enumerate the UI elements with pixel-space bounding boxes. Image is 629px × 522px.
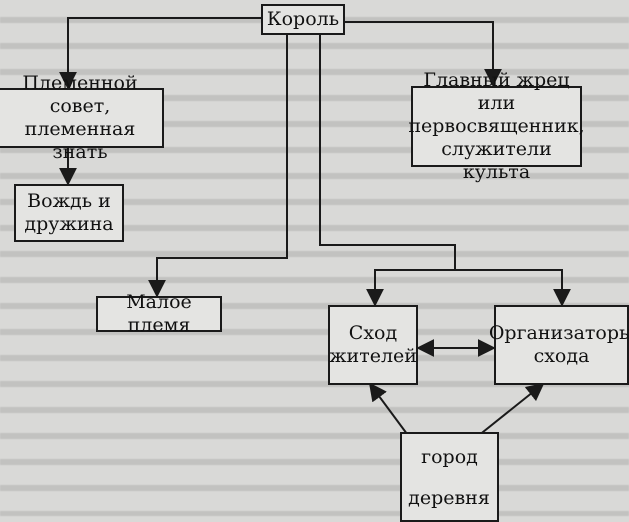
node-small-tribe: Малое племя	[96, 291, 222, 336]
node-organizers-line2: схода	[533, 345, 590, 367]
node-small-tribe-label: Малое племя	[126, 291, 192, 336]
node-assembly-line2: жителей	[329, 345, 417, 367]
edge-king-assembly	[319, 35, 456, 307]
node-town-label: город	[421, 446, 478, 468]
node-organizers-line1: Организаторы	[488, 322, 629, 344]
edge-town-assembly	[368, 382, 411, 439]
node-chief-line1: Вождь и	[27, 190, 111, 212]
node-high-priest-line1: Главный жрец или	[423, 69, 570, 114]
edge-town-organizers	[477, 382, 545, 437]
node-king-label: Король	[266, 8, 340, 30]
node-tribal-council: Племенной совет, племенная знать	[0, 72, 164, 163]
node-chief: Вождь и дружина	[14, 184, 124, 242]
node-tribal-council-line2: племенная знать	[24, 118, 136, 163]
edge-king-council	[59, 17, 261, 90]
edge-king-organizers	[455, 269, 571, 307]
village-label: деревня	[404, 486, 494, 510]
node-king: Король	[261, 4, 345, 35]
edge-king-priest	[345, 21, 502, 87]
node-high-priest-line2: первосвященник,	[408, 115, 585, 137]
node-tribal-council-line1: Племенной совет,	[22, 72, 138, 117]
node-high-priest: Главный жрец или первосвященник, служите…	[408, 69, 585, 183]
node-chief-line2: дружина	[24, 213, 114, 235]
node-organizers: Организаторы схода	[489, 305, 629, 385]
node-high-priest-line3: служители культа	[441, 138, 552, 183]
node-assembly: Сход жителей	[328, 305, 418, 385]
node-assembly-line1: Сход	[348, 322, 398, 344]
edge-king-tribe	[148, 35, 288, 298]
